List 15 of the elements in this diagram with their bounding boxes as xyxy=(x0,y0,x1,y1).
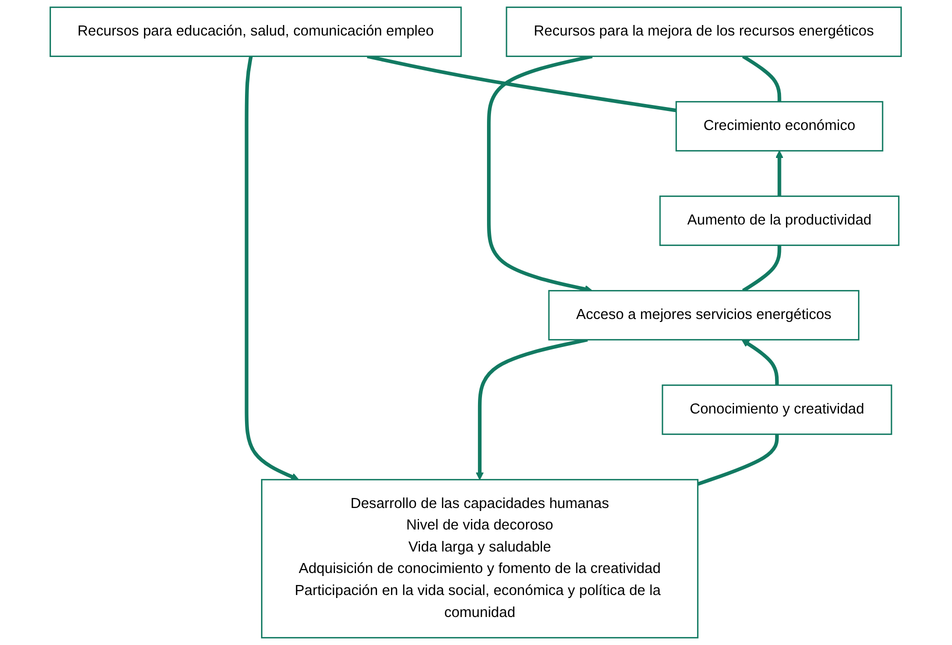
connector xyxy=(697,434,780,486)
node-box: Desarrollo de las capacidades humanas Nivel de vida decoroso Vida larga y saludable Adquisición de conocimiento y fomento de la creatividad Participación en la vida social, económica y política de la comunidad xyxy=(261,478,699,638)
connector xyxy=(742,245,782,292)
node-box: Acceso a mejores servicios energéticos xyxy=(548,290,860,340)
node-box: Crecimiento económico xyxy=(676,101,884,152)
node-box: Recursos para la mejora de los recursos energéticos xyxy=(506,6,902,57)
arrow xyxy=(742,339,780,386)
node-box: Recursos para educación, salud, comunicación empleo xyxy=(50,6,462,57)
arrow xyxy=(245,56,300,480)
arrow xyxy=(776,150,784,196)
connector xyxy=(742,54,782,102)
arrow xyxy=(476,338,588,480)
node-box: Conocimiento y creatividad xyxy=(662,384,892,435)
node-box: Aumento de la productividad xyxy=(660,196,900,246)
connector xyxy=(367,54,677,112)
